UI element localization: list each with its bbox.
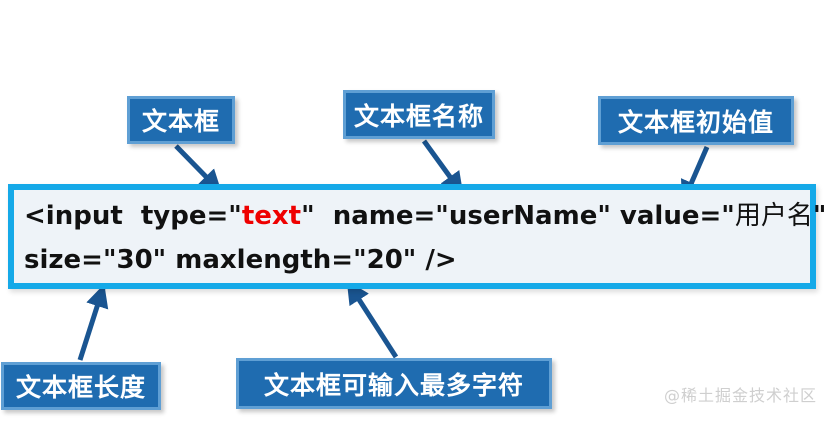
watermark: @稀土掘金技术社区 [663, 386, 817, 405]
code-line-1: <input type="text" name="userName" value… [24, 194, 826, 238]
callout-label-name[interactable]: 文本框名称 [343, 90, 495, 139]
arrow-length-to-size-attr [77, 284, 109, 361]
callout-label-textbox[interactable]: 文本框 [127, 96, 235, 144]
callout-label-length-text: 文本框长度 [15, 373, 146, 402]
callout-label-max-chars-text: 文本框可输入最多字符 [263, 370, 524, 400]
callout-label-name-text: 文本框名称 [353, 101, 484, 131]
code-token: <input type=" [24, 201, 242, 231]
code-token: " [812, 201, 827, 231]
code-token: size="30" maxlength="20" /> [24, 245, 457, 275]
code-token: " name="userName" value=" [301, 201, 735, 231]
code-token: 用户名 [734, 201, 813, 231]
code-line-2: size="30" maxlength="20" /> [24, 238, 806, 282]
callout-label-initial-value-text: 文本框初始值 [617, 107, 774, 137]
callout-label-length[interactable]: 文本框长度 [1, 362, 161, 410]
code-token: text [241, 201, 302, 231]
code-snippet-lines: <input type="text" name="userName" value… [24, 194, 826, 282]
arrow-maxchars-to-maxlength [346, 280, 399, 359]
callout-label-textbox-text: 文本框 [141, 107, 220, 136]
callout-label-initial-value[interactable]: 文本框初始值 [598, 96, 794, 145]
callout-label-max-chars[interactable]: 文本框可输入最多字符 [236, 358, 552, 409]
code-snippet-box[interactable]: <input type="text" name="userName" value… [8, 184, 826, 289]
